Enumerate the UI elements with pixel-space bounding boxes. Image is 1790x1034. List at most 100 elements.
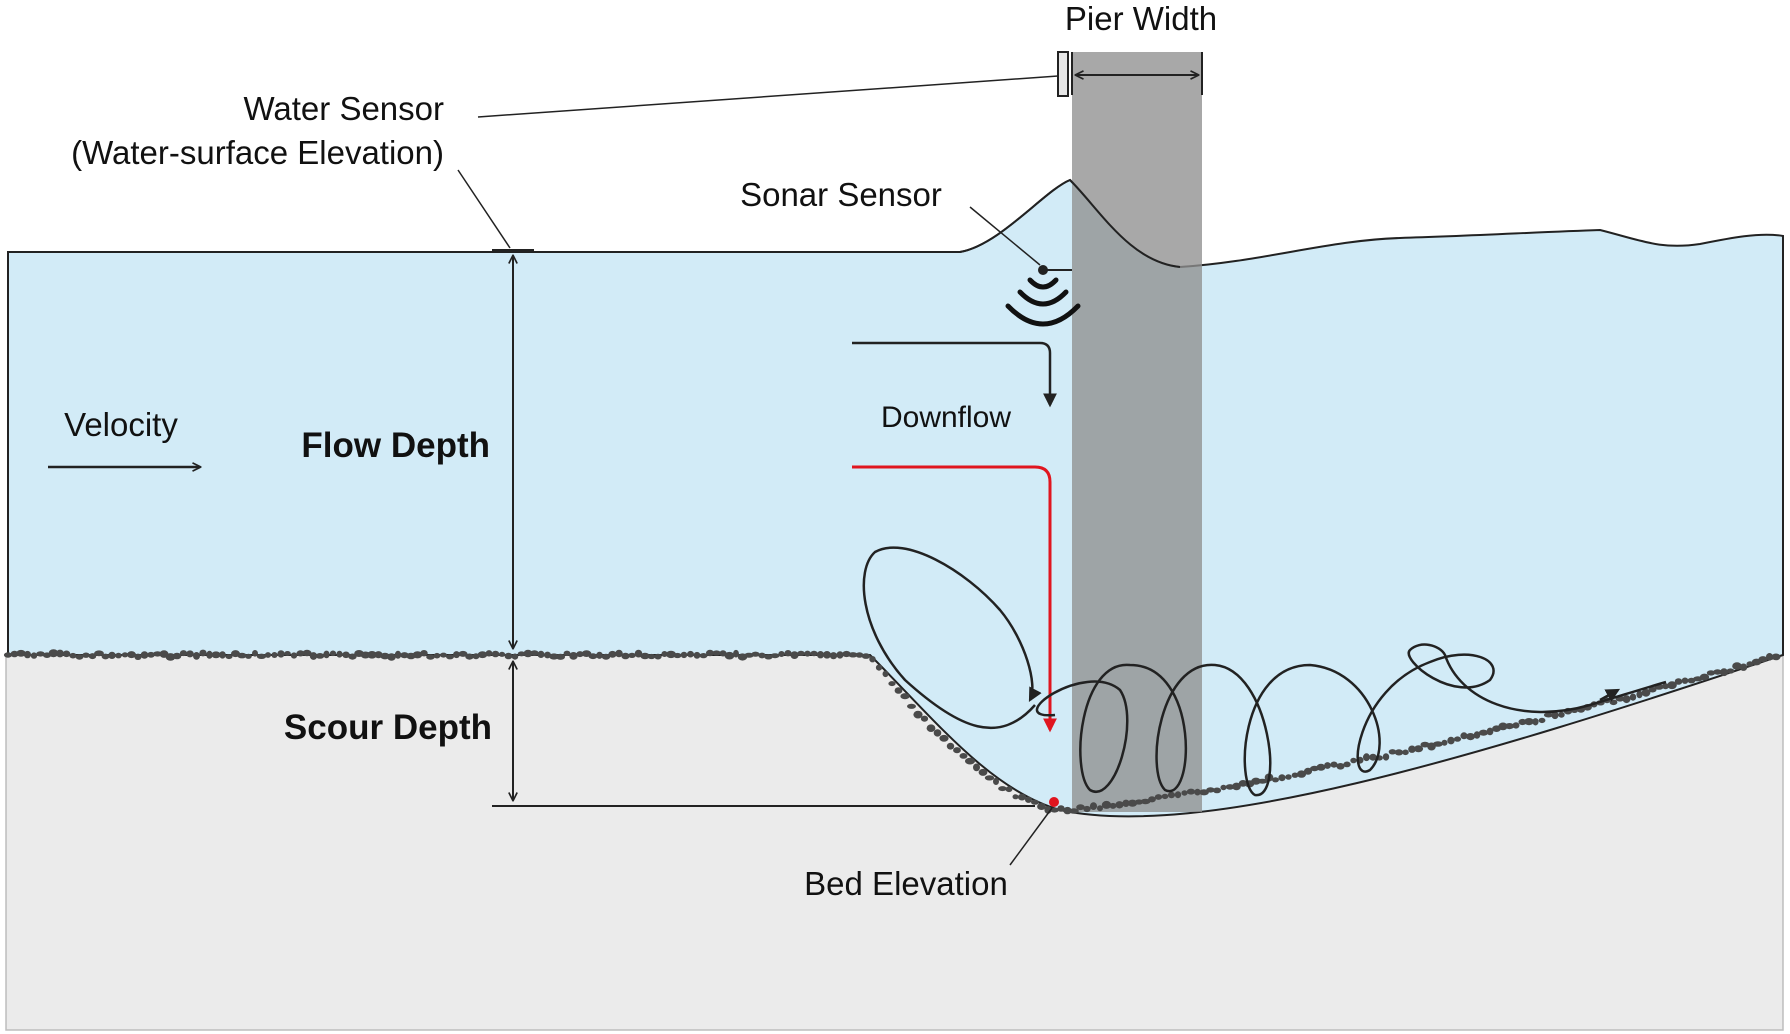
gravel-pebble (959, 753, 968, 759)
bow-wave (959, 178, 1181, 268)
gravel-pebble (1473, 731, 1481, 739)
gravel-pebble (875, 664, 883, 671)
gravel-pebble (764, 654, 773, 660)
gravel-pebble (348, 653, 357, 660)
gravel-pebble (1291, 772, 1299, 778)
gravel-pebble (894, 687, 903, 694)
gravel-pebble (1330, 761, 1338, 768)
gravel-pebble (1394, 749, 1404, 756)
gravel-pebble (1206, 787, 1215, 793)
gravel-pebble (836, 651, 844, 659)
gravel-pebble (933, 729, 942, 737)
gravel-pebble (797, 650, 805, 657)
gravel-pebble (790, 651, 799, 659)
gravel-pebble (1433, 741, 1443, 747)
gravel-pebble (608, 650, 617, 658)
gravel-pebble (329, 650, 337, 657)
gravel-pebble (1025, 796, 1032, 803)
gravel-pebble (1486, 727, 1494, 736)
gravel-pebble (1558, 711, 1565, 718)
gravel-pebble (172, 652, 182, 660)
gravel-pebble (882, 670, 889, 678)
bed-elevation-marker (1049, 797, 1059, 807)
gravel-pebble (770, 653, 780, 659)
gravel-pebble (1726, 668, 1735, 674)
gravel-pebble (640, 652, 650, 660)
gravel-pebble (1063, 806, 1072, 815)
gravel-pebble (1057, 805, 1065, 812)
gravel-pebble (1194, 788, 1201, 796)
water-surface-leader (457, 169, 511, 249)
gravel-pebble (1402, 749, 1409, 756)
gravel-pebble (1181, 790, 1188, 796)
vortex-exit-arrowhead (1599, 688, 1621, 702)
gravel-pebble (1453, 736, 1462, 742)
gravel-pebble (271, 652, 278, 658)
gravel-pebble (1350, 757, 1357, 764)
gravel-pebble (82, 652, 90, 658)
water-sensor-leader (477, 75, 1059, 118)
gravel-pebble (601, 653, 611, 660)
gravel-pebble (946, 742, 955, 750)
gravel-pebble (869, 656, 876, 663)
gravel-pebble (1089, 802, 1098, 810)
gravel-pebble (1674, 678, 1683, 685)
gravel-pebble (1363, 753, 1370, 762)
gravel-pebble (140, 651, 149, 659)
gravel-pebble (1122, 799, 1130, 807)
gravel-pebble (1447, 736, 1455, 745)
gravel-pebble (1154, 794, 1163, 800)
gravel-pebble (1532, 718, 1539, 726)
water-sensor-icon (1057, 51, 1069, 97)
gravel-pebble (661, 651, 668, 657)
gravel-pebble (1504, 723, 1515, 730)
gravel-pebble (186, 650, 194, 658)
gravel-pebble (823, 651, 831, 659)
gravel-pebble (555, 653, 566, 660)
gravel-pebble (439, 652, 448, 658)
gravel-pebble (498, 651, 506, 657)
gravel-pebble (69, 652, 77, 659)
gravel-pebble (1699, 673, 1710, 681)
gravel-pebble (1069, 808, 1079, 814)
gravel-pebble (523, 649, 533, 658)
gravel-pebble (179, 650, 188, 657)
gravel-pebble (1257, 778, 1268, 784)
gravel-pebble (1681, 677, 1689, 684)
gravel-pebble (861, 653, 871, 659)
gravel-pebble (491, 650, 500, 658)
gravel-pebble (511, 653, 519, 660)
gravel-pebble (576, 651, 584, 658)
gravel-pebble (596, 651, 603, 659)
gravel-pebble (926, 724, 936, 732)
gravel-pebble (855, 652, 864, 658)
gravel-pebble (121, 652, 129, 658)
gravel-pebble (920, 715, 929, 722)
gravel-pebble (1408, 745, 1416, 753)
gravel-pebble (1324, 762, 1331, 769)
gravel-pebble (1609, 699, 1618, 706)
gravel-pebble (94, 650, 104, 657)
gravel-pebble (1766, 653, 1773, 661)
gravel-pebble (680, 651, 688, 659)
gravel-pebble (1220, 784, 1227, 791)
gravel-pebble (1369, 753, 1377, 761)
gravel-pebble (654, 653, 662, 660)
gravel-pebble (888, 681, 896, 687)
gravel-pebble (1739, 663, 1748, 671)
gravel-pebble (252, 650, 258, 657)
gravel-pebble (1083, 805, 1091, 813)
gravel-pebble (199, 649, 207, 657)
gravel-pebble (1441, 739, 1448, 746)
flow-depth-label: Flow Depth (301, 426, 490, 465)
gravel-pebble (687, 650, 694, 658)
gravel-pebble (426, 654, 435, 660)
gravel-pebble (1466, 733, 1475, 741)
gravel-pebble (206, 650, 213, 659)
sonar-wave-2 (1017, 289, 1069, 307)
water-sensor-sublabel: (Water-surface Elevation) (71, 134, 444, 171)
gravel-pebble (277, 650, 285, 658)
gravel-pebble (1543, 712, 1554, 718)
gravel-pebble (673, 652, 682, 659)
